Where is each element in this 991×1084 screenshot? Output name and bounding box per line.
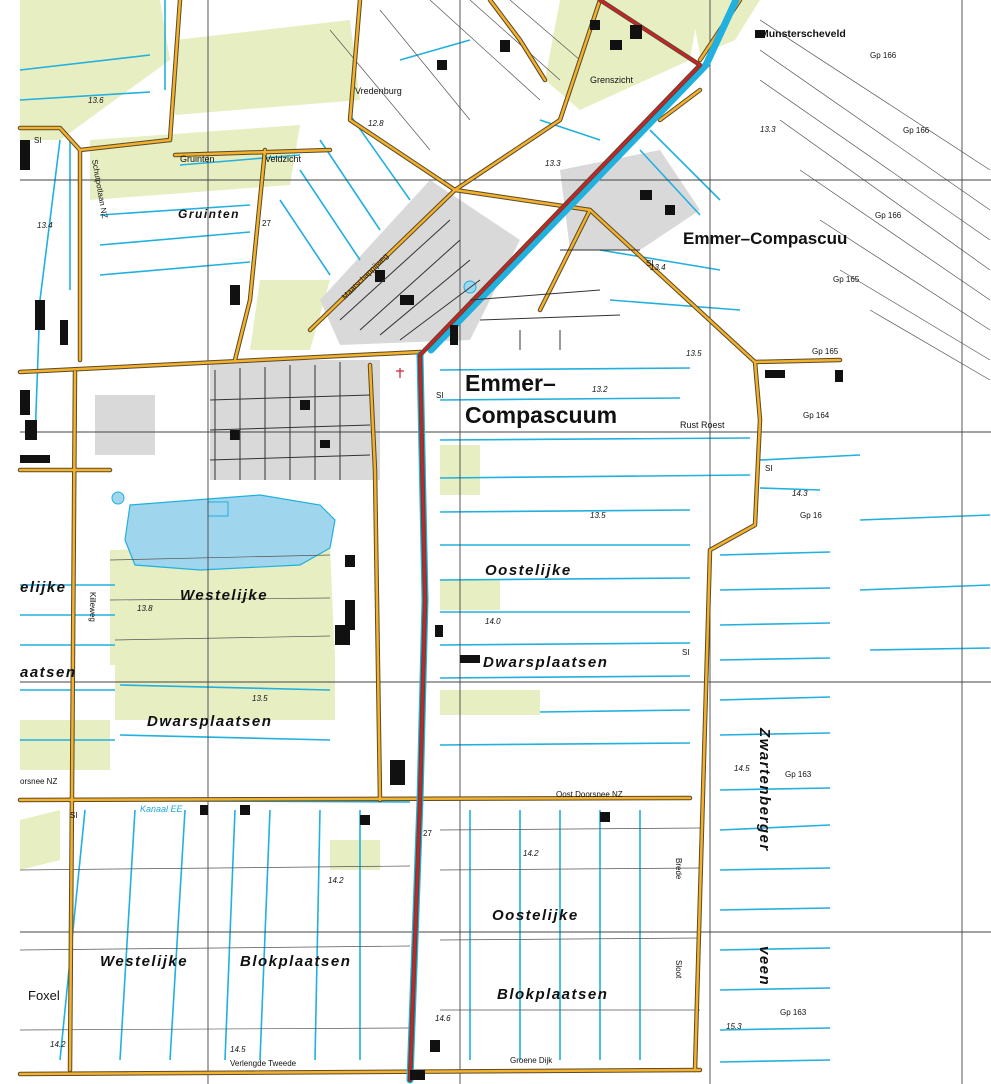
town-label-compascuum: Compascuum — [465, 402, 617, 428]
marker-label: SI — [765, 464, 773, 473]
spot-height: 14.6 — [435, 1014, 451, 1023]
region-label-blokplaatsen-east: Blokplaatsen — [497, 986, 608, 1003]
gp-label: Gp 166 — [870, 51, 897, 60]
gp-label: Gp 166 — [875, 211, 902, 220]
marker-label: SI — [682, 648, 690, 657]
region-label-zwartenberger: Zwartenberger — [756, 727, 773, 852]
church-icon — [396, 368, 404, 378]
street-label-killeweg: Killeweg — [88, 592, 97, 622]
gp-label: Gp 165 — [812, 347, 839, 356]
spot-height: 14.3 — [792, 489, 808, 498]
marker-label: 26 — [416, 1071, 425, 1080]
buildings — [20, 20, 843, 1080]
marker-label: SI — [646, 259, 654, 268]
street-label-brede: Brede — [674, 858, 683, 880]
marker-label: 27 — [262, 219, 271, 228]
spot-height: 13.6 — [88, 96, 104, 105]
spot-height: 14.5 — [734, 764, 750, 773]
spot-height: 14.5 — [230, 1045, 246, 1054]
town-label-emmer: Emmer– — [465, 370, 556, 396]
marker-label: 27 — [423, 829, 432, 838]
place-label-gruinten: Gruinten — [180, 154, 215, 164]
place-label-munsterscheveld: Munsterscheveld — [760, 28, 846, 40]
spot-height: 14.0 — [485, 617, 501, 626]
marker-label: SI — [34, 136, 42, 145]
region-label-westelijke-left: elijke — [20, 579, 67, 596]
town-streets — [209, 219, 640, 480]
spot-height: 13.4 — [650, 263, 666, 272]
spot-heights: 13.6 12.8 13.3 13.3 13.4 13.4 13.2 13.5 … — [37, 96, 808, 1054]
markers: SI SI SI SI SI SI 27 27 26 — [34, 136, 773, 1080]
spot-height: 14.2 — [328, 876, 344, 885]
spot-height: 13.5 — [252, 694, 268, 703]
region-label-dwarsplaatsen-west: Dwarsplaatsen — [147, 713, 272, 730]
main-road[interactable] — [406, 0, 740, 1084]
meadow-areas — [20, 0, 760, 870]
place-label-emmer-compascuum: Emmer–Compascuu — [683, 229, 847, 248]
parcel-lines — [19, 0, 991, 1031]
spot-height: 13.8 — [137, 604, 153, 613]
street-label-sloot: Sloot — [674, 960, 683, 979]
spot-height: 14.2 — [523, 849, 539, 858]
region-label-westelijke-mid: Westelijke — [180, 587, 268, 604]
secondary-roads[interactable] — [17, 0, 843, 1077]
place-label-rust-roest: Rust Roest — [680, 420, 725, 430]
gp-label: Gp 164 — [803, 411, 830, 420]
pond — [207, 501, 229, 517]
region-label-westelijke-south: Westelijke — [100, 953, 188, 970]
region-label-gruinten: Gruinten — [178, 207, 240, 221]
region-label-plaatsen-left: aatsen — [20, 664, 77, 681]
spot-height: 13.5 — [686, 349, 702, 358]
spot-height: 13.2 — [592, 385, 608, 394]
spot-height: 13.3 — [545, 159, 561, 168]
marker-label: SI — [436, 391, 444, 400]
region-label-dwarsplaatsen-east: Dwarsplaatsen — [483, 654, 608, 671]
spot-height: 13.3 — [760, 125, 776, 134]
place-label-foxel: Foxel — [28, 988, 60, 1003]
place-label-vredenburg: Vredenburg — [355, 86, 402, 96]
gp-labels: Gp 166 Gp 166 Gp 166 Gp 165 Gp 165 Gp 16… — [780, 51, 930, 1017]
spot-height: 13.4 — [37, 221, 53, 230]
lake — [124, 494, 336, 571]
street-label-groene-dijk: Groene Dijk — [510, 1056, 553, 1065]
spot-height: 12.8 — [368, 119, 384, 128]
km-grid — [20, 0, 991, 1084]
spot-height: 14.2 — [50, 1040, 66, 1049]
canal-label-kanaal-ee: Kanaal EE — [140, 804, 184, 814]
gp-label: Gp 163 — [780, 1008, 807, 1017]
spot-height: 15.3 — [726, 1022, 742, 1031]
region-label-oostelijke-south: Oostelijke — [492, 907, 579, 924]
marker-label: SI — [70, 811, 78, 820]
region-label-oostelijke-mid: Oostelijke — [485, 562, 572, 579]
gp-label: Gp 163 — [785, 770, 812, 779]
gp-label: Gp 166 — [903, 126, 930, 135]
street-label-verlengde-tweede: Verlengde Tweede — [230, 1059, 297, 1068]
street-label-oost-doorsnee: Oost Doorsnee NZ — [556, 790, 623, 799]
spot-height: 13.5 — [590, 511, 606, 520]
region-label-blokplaatsen-west: Blokplaatsen — [240, 953, 351, 970]
gp-label: Gp 165 — [833, 275, 860, 284]
region-label-veen: veen — [756, 946, 773, 986]
street-label-doorsnee-west: orsnee NZ — [20, 777, 57, 786]
place-label-veldzicht: Veldzicht — [265, 154, 302, 164]
place-label-grenszicht: Grenszicht — [590, 75, 634, 85]
pond-small — [111, 491, 125, 505]
gp-label: Gp 16 — [800, 511, 822, 520]
